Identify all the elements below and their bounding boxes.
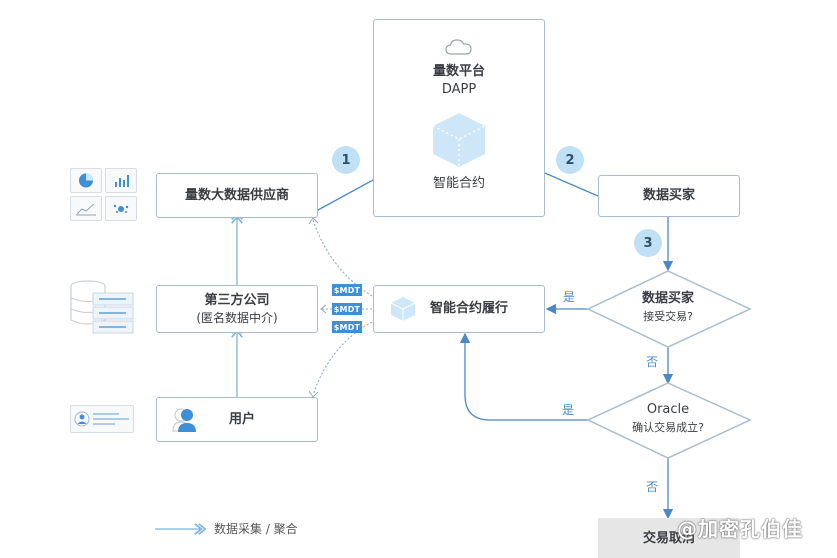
decision-accept: 数据买家 接受交易? [608,290,728,325]
label-oracle-no: 否 [646,480,659,494]
cloud-icon [445,39,472,55]
profile-card-icon [70,405,134,433]
step-badge-1: 1 [332,146,360,174]
pie-chart-icon [70,168,102,193]
node-contract-exec: 智能合约履行 [373,285,545,333]
cube-icon [390,297,416,321]
node-third-party-title: 第三方公司 [204,292,270,308]
platform-contract-label: 智能合约 [432,176,485,191]
bar-chart-icon [105,168,137,193]
smart-contract-cube-icon [432,113,486,167]
line-chart-icon [70,196,102,221]
decision-accept-title: 数据买家 [641,291,694,306]
scatter-chart-icon [105,196,137,221]
label-oracle-yes: 是 [562,403,575,417]
database-icon [70,280,134,334]
decision-oracle: Oracle 确认交易成立? [608,401,728,436]
token-flow-supplier [312,219,373,297]
token-badge: $MDT [332,303,362,315]
token-badge: $MDT [332,284,362,296]
node-supplier: 量数大数据供应商 [156,173,318,218]
label-accept-yes: 是 [563,290,576,304]
node-third-party: 第三方公司 (匿名数据中介) [156,285,318,333]
arrow-oracle-yes [459,332,588,421]
node-user-label: 用户 [229,411,256,427]
token-flow-user [312,321,373,396]
platform-dapp-box: 量数平台 DAPP 智能合约 [373,19,545,217]
user-icon [172,407,196,432]
platform-subtitle: DAPP [441,82,477,97]
node-user: 用户 [156,397,318,442]
node-buyer-label: 数据买家 [642,188,695,203]
node-third-party-subtitle: (匿名数据中介) [196,310,278,325]
decision-accept-question: 接受交易? [643,310,693,323]
platform-title: 量数平台 [432,64,485,79]
watermark: @加密孔伯佳 [677,517,803,541]
decision-oracle-question: 确认交易成立? [632,421,704,434]
decision-oracle-title: Oracle [646,402,690,417]
node-contract-exec-label: 智能合约履行 [430,301,509,316]
label-accept-no: 否 [646,355,659,369]
node-buyer: 数据买家 [598,175,740,217]
step-badge-3: 3 [634,229,662,257]
legend-data-collect: 数据采集 / 聚合 [214,522,298,536]
step-badge-2: 2 [556,146,584,174]
node-cancel-label: 交易取消 [642,531,695,546]
token-badge: $MDT [332,321,362,333]
node-supplier-label: 量数大数据供应商 [184,187,289,203]
